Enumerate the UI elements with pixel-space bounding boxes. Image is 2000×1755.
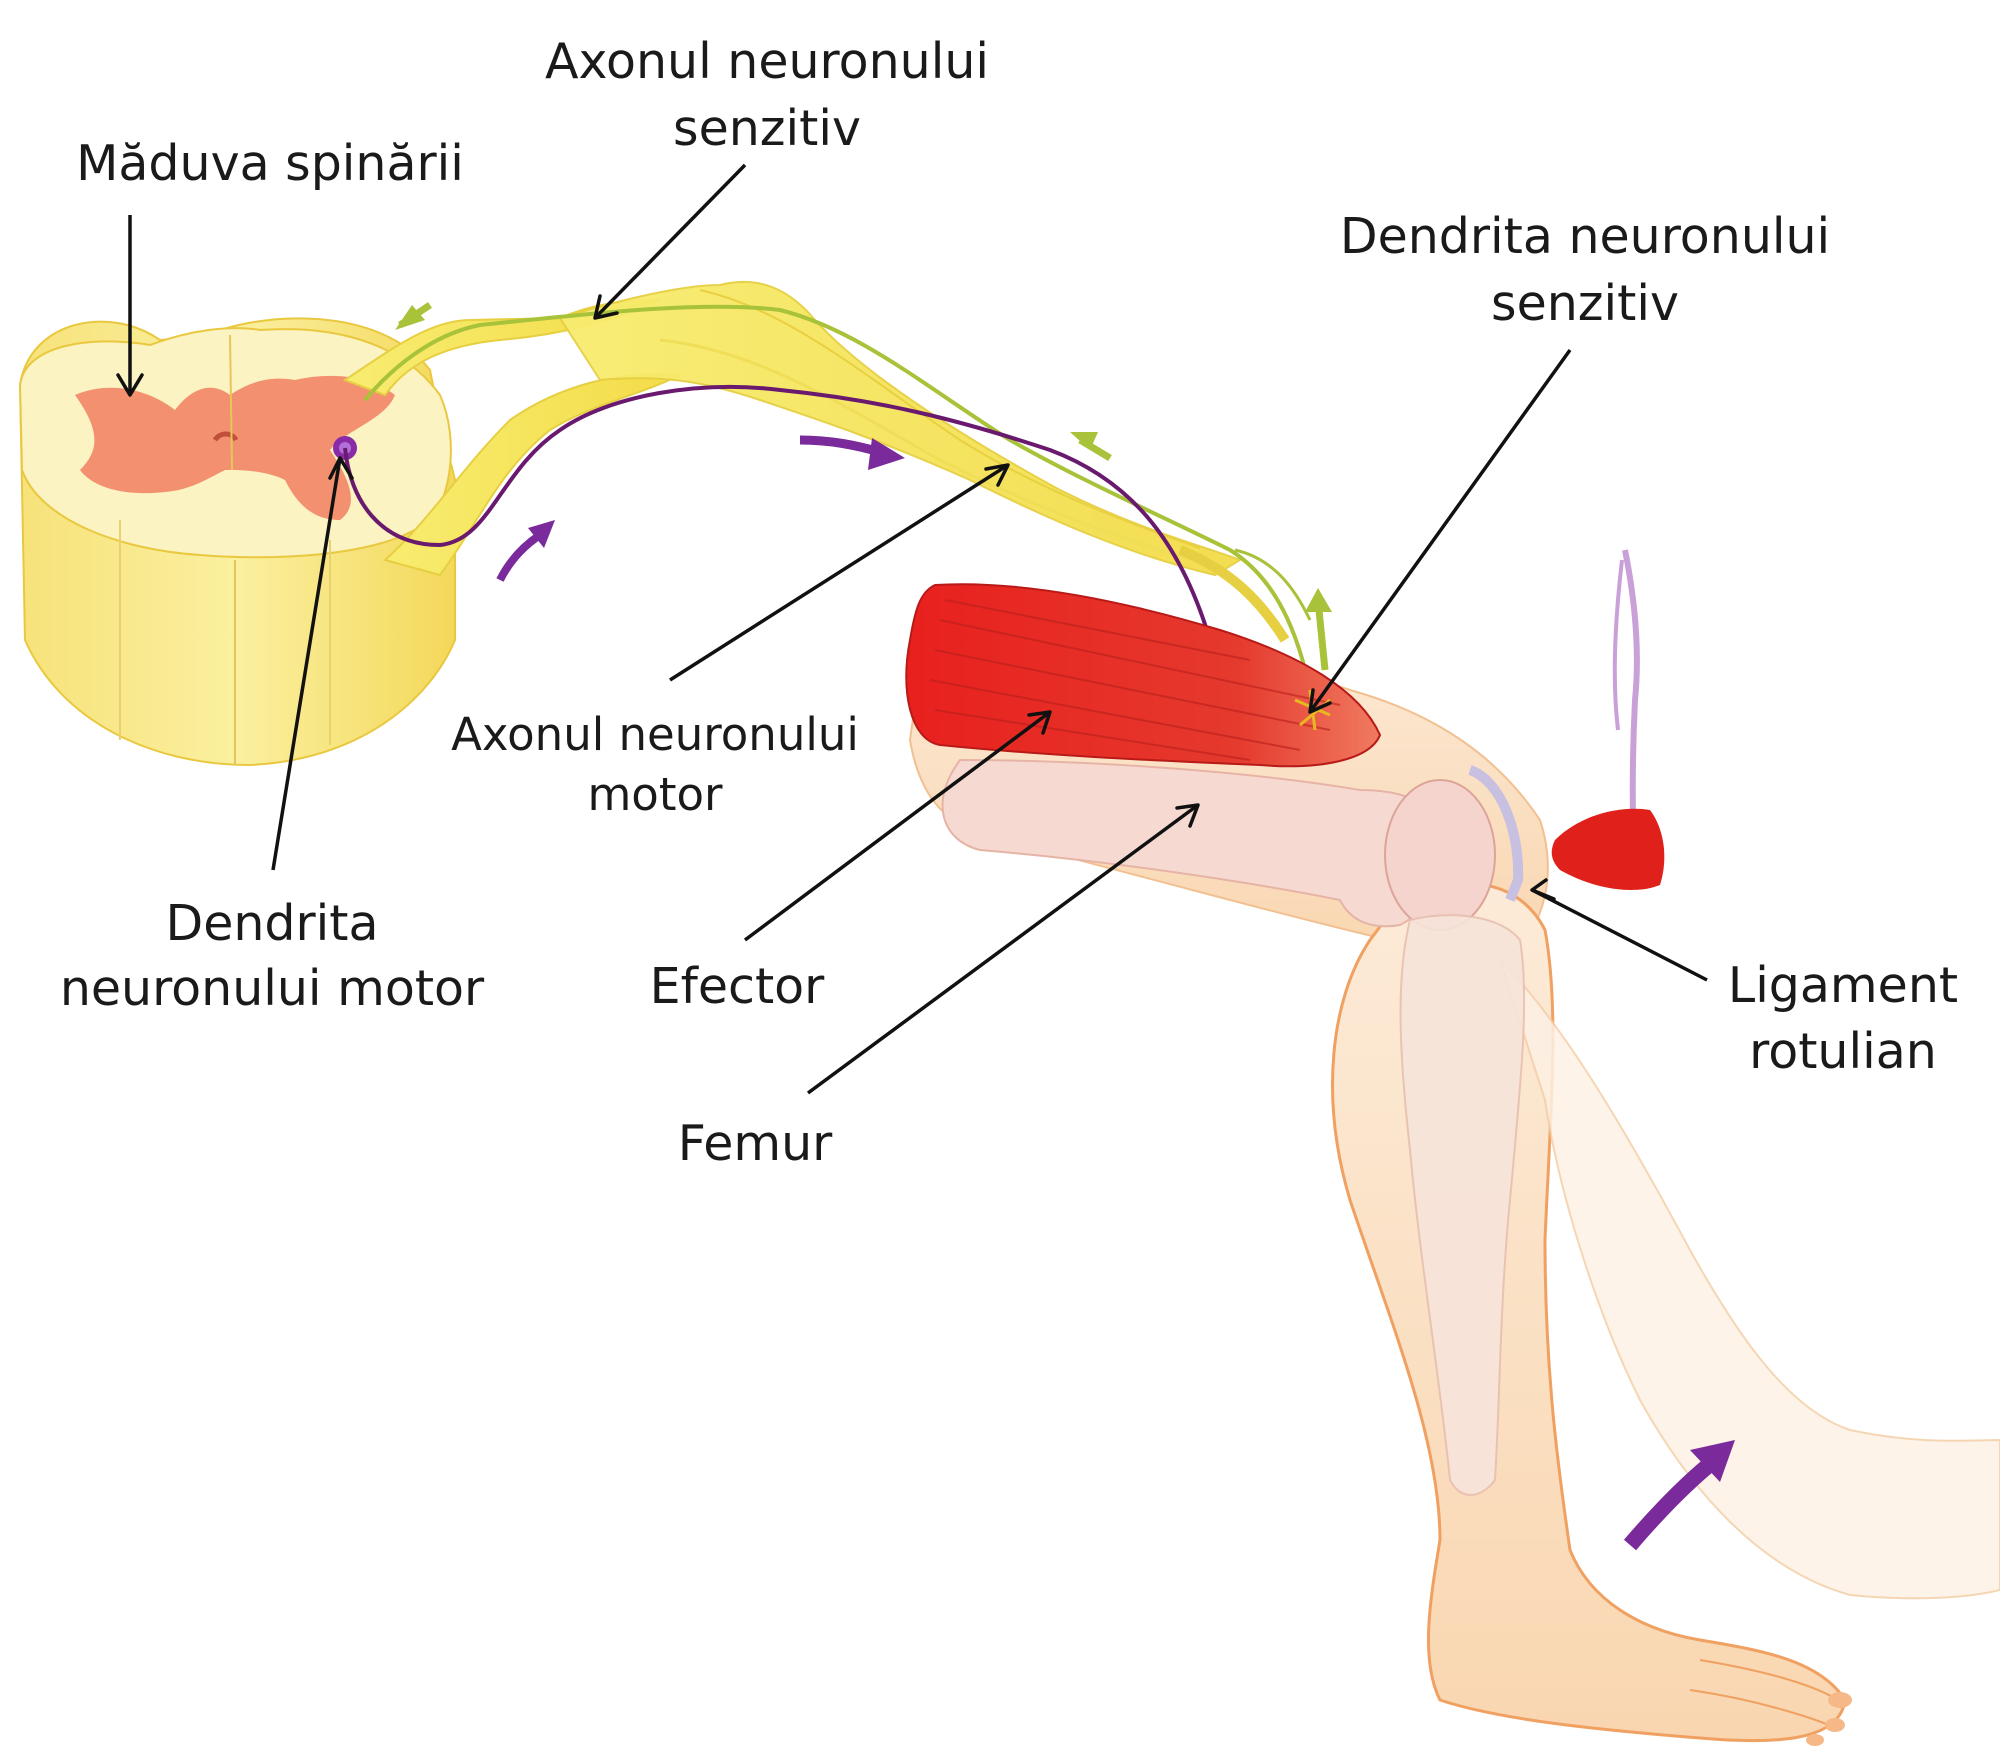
hammer-head: [1551, 808, 1665, 890]
grey-matter: [75, 375, 395, 520]
label-ligament-line2: rotulian: [1749, 1023, 1937, 1080]
spinal-cord-illustration: [18, 299, 684, 767]
label-sensory-axon-line1: Axonul neuronului: [545, 33, 989, 90]
label-sensory-dendrite-line1: Dendrita neuronului: [1340, 208, 1830, 265]
label-motor-axon-line1: Axonul neuronului: [451, 708, 859, 761]
label-effector: Efector: [650, 958, 825, 1015]
label-spinal-cord: Măduva spinării: [76, 135, 464, 192]
sensory-fiber: [363, 304, 1312, 691]
reflex-hammer-icon: [1551, 549, 1665, 890]
label-ligament-line1: Ligament: [1728, 957, 1958, 1014]
label-femur: Femur: [678, 1115, 833, 1172]
patella: [1384, 779, 1496, 931]
tibia-bone: [1399, 914, 1526, 1496]
motor-fiber: [343, 384, 1212, 641]
labels: Măduva spinării Axonul neuronului senzit…: [60, 33, 1958, 1172]
label-motor-dendrite-line2: neuronului motor: [60, 960, 485, 1017]
leg-illustration: [908, 597, 2000, 1746]
label-motor-axon-line2: motor: [587, 768, 723, 821]
patellar-ligament: [1468, 765, 1524, 902]
femur-bone: [941, 758, 1450, 928]
impulse-arrow-icon: [395, 302, 1735, 1551]
label-sensory-dendrite-line2: senzitiv: [1491, 275, 1679, 332]
label-sensory-axon-line2: senzitiv: [673, 100, 861, 157]
quadriceps-muscle: [905, 583, 1382, 768]
pointer-lines: [116, 163, 1708, 1095]
nerve-trunk: [558, 280, 1290, 643]
label-motor-dendrite-line1: Dendrita: [165, 895, 378, 952]
